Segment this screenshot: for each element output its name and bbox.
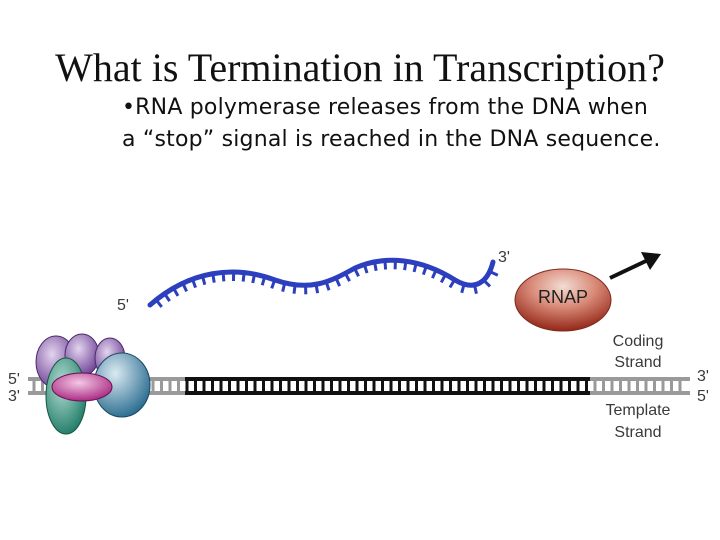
rna-base-tick <box>292 284 297 294</box>
rna-base-tick <box>191 278 197 289</box>
rna-base-tick <box>403 261 408 271</box>
rna-bases <box>154 260 499 308</box>
rnap: RNAP <box>514 268 612 332</box>
rna-base-tick <box>412 262 418 273</box>
rna-base-tick <box>448 278 456 289</box>
coding-strand-label-2: Strand <box>614 354 661 371</box>
rna-base-tick <box>324 281 331 291</box>
rna-base-tick <box>460 283 466 294</box>
rna-base-tick <box>482 278 492 288</box>
rna-base-tick <box>241 272 246 282</box>
slide-title: What is Termination in Transcription? <box>55 45 665 90</box>
dna-right-top-label: 3' <box>697 368 709 385</box>
rna-base-tick <box>270 279 277 289</box>
template-strand-label-2: Strand <box>614 424 661 441</box>
rna-base-tick <box>473 284 478 294</box>
dna-left-bottom-label: 3' <box>8 388 20 405</box>
arrow-up-right-icon <box>609 252 661 280</box>
dna-right-bottom-label: 5' <box>697 388 709 405</box>
rna-base-tick <box>172 287 180 297</box>
bullet-text: •RNA polymerase releases from the DNA wh… <box>122 95 661 152</box>
rna-base-tick <box>154 298 163 308</box>
rna-base-tick <box>163 292 171 302</box>
rna-base-tick <box>314 284 320 294</box>
rna-base-tick <box>221 272 226 282</box>
rna-strand: 5' 3' <box>117 249 510 314</box>
rna-base-tick <box>201 275 207 286</box>
rna-backbone <box>147 257 496 308</box>
protein-complex-icon <box>35 333 151 435</box>
dna-left-top-label: 5' <box>8 371 20 388</box>
rna-base-tick <box>260 276 267 286</box>
rna-base-tick <box>421 265 428 276</box>
coding-strand-label-1: Coding <box>613 333 664 350</box>
rna-5prime-label: 5' <box>117 297 129 314</box>
rna-base-tick <box>353 267 360 277</box>
rna-base-tick <box>334 277 342 287</box>
rna-base-tick <box>281 282 287 292</box>
rna-base-tick <box>181 282 188 293</box>
rna-3prime-label: 3' <box>498 249 510 266</box>
rna-base-tick <box>251 273 256 284</box>
rna-base-tick <box>373 261 378 272</box>
rna-base-tick <box>439 273 447 284</box>
rna-base-tick <box>344 272 351 282</box>
rnap-ellipse <box>514 268 612 332</box>
rna-base-tick <box>211 273 216 283</box>
rna-base-tick <box>489 270 499 277</box>
rna-base-tick <box>431 269 438 279</box>
rna-base-tick <box>383 260 388 270</box>
rna-base-tick <box>362 264 369 274</box>
rnap-label: RNAP <box>538 287 588 307</box>
template-strand-label-1: Template <box>606 402 671 419</box>
